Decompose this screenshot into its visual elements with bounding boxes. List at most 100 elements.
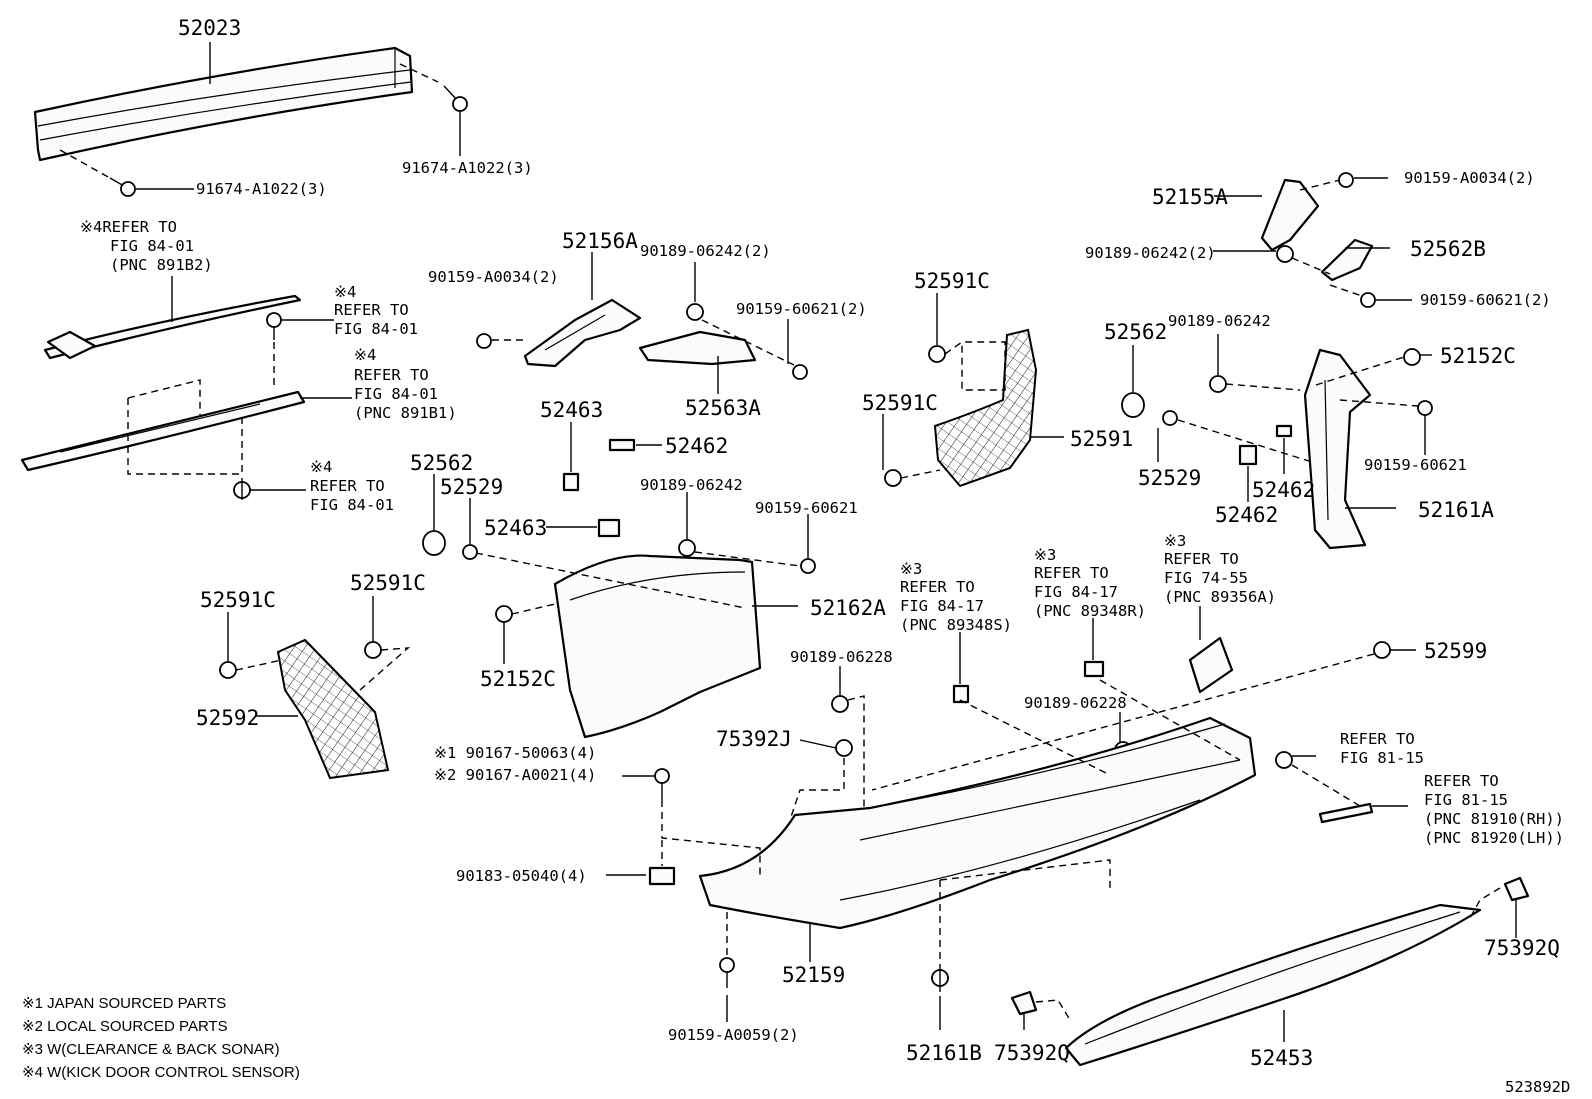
ref-note: REFER TO (900, 578, 975, 596)
ref-note: REFER TO (334, 301, 409, 319)
ref-note: ※3 (900, 560, 922, 578)
label-90167-a0021: ※2 90167-A0021(4) (434, 766, 596, 784)
bumper-cover (698, 716, 1257, 930)
bolt-icon (443, 85, 468, 112)
ref-note: FIG 81-15 (1340, 749, 1424, 767)
label-52161b: 52161B (906, 1041, 982, 1065)
label-75392q: 75392Q (1484, 936, 1560, 960)
clip-icon (462, 544, 478, 560)
label-52462: 52462 (665, 434, 728, 458)
label-52563a: 52563A (685, 396, 761, 420)
ref-note: REFER TO (1340, 730, 1415, 748)
camera-89356a (1188, 636, 1234, 694)
ref-note: REFER TO (310, 477, 385, 495)
ref-note: (PNC 89348S) (900, 616, 1012, 634)
retainer-52161a (1303, 348, 1372, 550)
footnotes: ※1 JAPAN SOURCED PARTS ※2 LOCAL SOURCED … (22, 995, 300, 1081)
ref-note: (PNC 89348R) (1034, 602, 1146, 620)
ref-note: ※4REFER TO (80, 218, 177, 236)
clip-icon (831, 695, 849, 713)
bracket-52563a (638, 330, 757, 366)
leader-lines (59, 42, 1517, 1042)
retainer-52162a (553, 554, 762, 739)
ref-note: (PNC 81910(RH)) (1424, 810, 1564, 828)
diagram-id: 523892D (1505, 1078, 1570, 1096)
pad-52463 (597, 518, 621, 538)
ref-note: FIG 84-01 (354, 385, 438, 403)
label-52529: 52529 (440, 475, 503, 499)
ref-note: FIG 84-17 (900, 597, 984, 615)
clip-icon (928, 345, 946, 363)
ref-note: FIG 84-01 (310, 496, 394, 514)
bumper-reinforcement (33, 46, 414, 162)
footnote: ※4 W(KICK DOOR CONTROL SENSOR) (22, 1064, 300, 1081)
label-52155a: 52155A (1152, 185, 1228, 209)
nut-icon (648, 866, 676, 886)
label-52462: 52462 (1215, 503, 1278, 527)
label-52591: 52591 (1070, 427, 1133, 451)
label-90189-06228: 90189-06228 (1024, 694, 1127, 712)
label-90183-05040: 90183-05040(4) (456, 867, 587, 885)
ref-note: FIG 81-15 (1424, 791, 1508, 809)
label-90159-a0059: 90159-A0059(2) (668, 1026, 799, 1044)
ref-note: ※3 (1164, 532, 1186, 550)
label-75392q: 75392Q (994, 1041, 1070, 1065)
clip-icon (495, 605, 513, 623)
footnote: ※2 LOCAL SOURCED PARTS (22, 1018, 228, 1035)
clip-75392q (1010, 990, 1038, 1016)
label-90189-06242: 90189-06242 (640, 476, 743, 494)
label-52591c: 52591C (200, 588, 276, 612)
screw-icon (719, 957, 735, 973)
clip-icon (678, 539, 696, 557)
bolt-icon (109, 177, 136, 197)
clip-icon (1275, 751, 1293, 769)
lower-garnish (1064, 903, 1482, 1067)
ref-note: ※4 (310, 458, 332, 476)
label-52162a: 52162A (810, 596, 886, 620)
clip-icon (1162, 410, 1178, 426)
ref-note: FIG 74-55 (1164, 569, 1248, 587)
bracket-52562b (1320, 238, 1374, 282)
clip-icon (1276, 245, 1294, 263)
ref-note: (PNC 891B2) (110, 256, 213, 274)
label-52599: 52599 (1424, 639, 1487, 663)
label-52462: 52462 (1252, 478, 1315, 502)
clip-icon (1209, 375, 1227, 393)
sonar-89348r (1083, 660, 1105, 678)
label-90159-a0034: 90159-A0034(2) (428, 268, 559, 286)
label-52562: 52562 (1104, 320, 1167, 344)
label-90167-50063: ※1 90167-50063(4) (434, 744, 596, 762)
ref-note: (PNC 89356A) (1164, 588, 1276, 606)
clip-icon (884, 469, 902, 487)
screw-icon (476, 333, 492, 349)
screw-icon (800, 558, 816, 574)
bracket-52155a (1260, 178, 1320, 252)
ref-note: (PNC 891B1) (354, 404, 457, 422)
ref-note: (PNC 81920(LH)) (1424, 829, 1564, 847)
ref-note: ※4 (334, 283, 356, 301)
label-52453: 52453 (1250, 1046, 1313, 1070)
label-91674-bot: 91674-A1022(3) (196, 180, 327, 198)
label-52591c: 52591C (862, 391, 938, 415)
label-52562: 52562 (410, 451, 473, 475)
label-90159-60621: 90159-60621(2) (1420, 291, 1551, 309)
label-52156a: 52156A (562, 229, 638, 253)
label-52463: 52463 (484, 516, 547, 540)
label-52592: 52592 (196, 706, 259, 730)
grommet-icon (422, 530, 446, 556)
ref-note: ※4 (354, 346, 376, 364)
ref-note: REFER TO (1034, 564, 1109, 582)
clip-icon (835, 739, 853, 757)
clip-icon (1373, 641, 1391, 659)
reflector-81910 (1318, 802, 1374, 824)
label-90159-60621: 90159-60621(2) (736, 300, 867, 318)
sonar-89348s (952, 684, 970, 704)
clip-icon (1403, 348, 1421, 366)
screw-icon (654, 768, 670, 784)
ref-note: FIG 84-17 (1034, 583, 1118, 601)
clip-icon (364, 641, 382, 659)
screw-icon (792, 364, 808, 380)
part-labels: 52023 91674-A1022(3) 91674-A1022(3) ※4RE… (80, 16, 1570, 1096)
label-52159: 52159 (782, 963, 845, 987)
